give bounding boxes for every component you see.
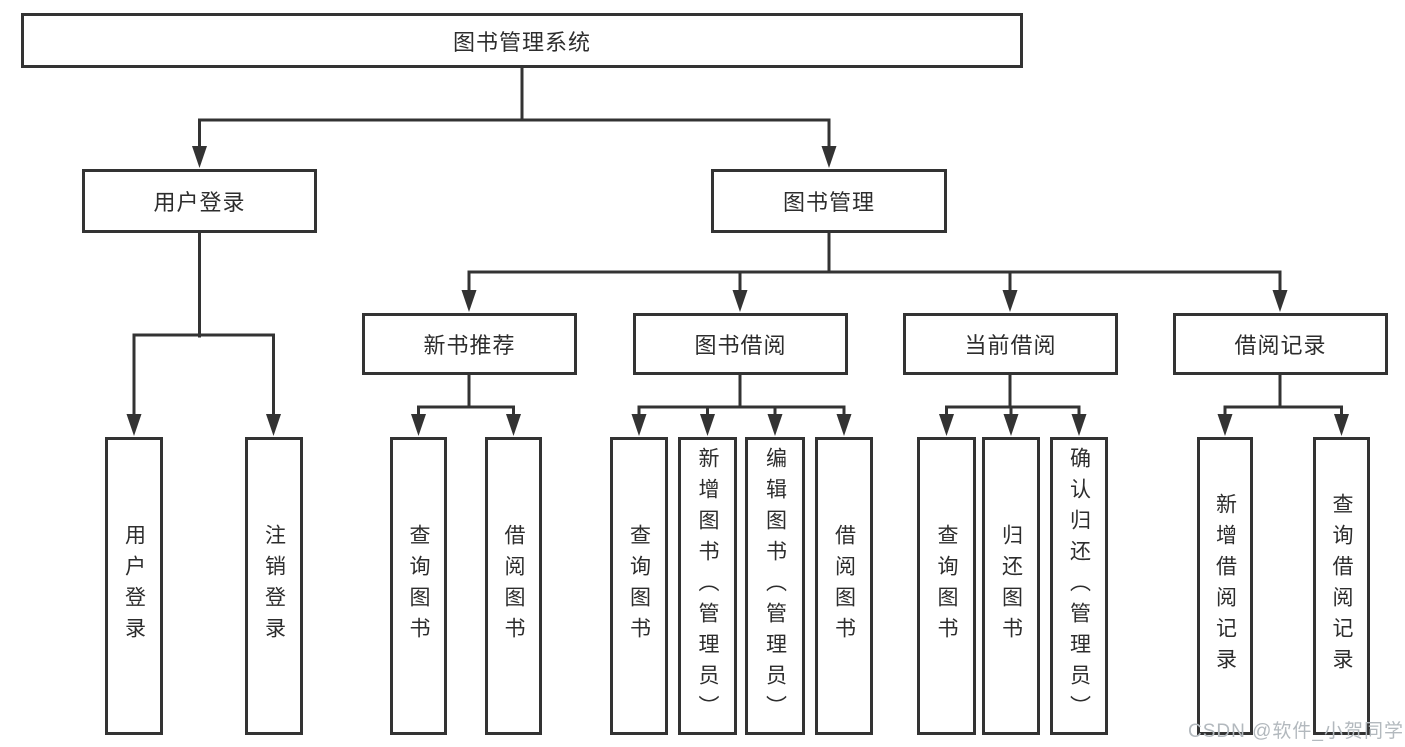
leaf-nb-borrow-book: 借阅图书 [485, 437, 542, 735]
node-user-login: 用户登录 [82, 169, 317, 233]
leaf-br-add-record: 新增借阅记录 [1197, 437, 1253, 735]
node-book-borrow: 图书借阅 [633, 313, 848, 375]
leaf-bb-borrow-book: 借阅图书 [815, 437, 873, 735]
leaf-bb-edit-book: 编辑图书（管理员） [745, 437, 805, 735]
leaf-user-login: 用户登录 [105, 437, 163, 735]
leaf-bb-query-book: 查询图书 [610, 437, 668, 735]
leaf-cb-confirm-return: 确认归还（管理员） [1050, 437, 1108, 735]
node-current-borrow: 当前借阅 [903, 313, 1118, 375]
csdn-watermark: CSDN @软件_小贺同学 [1188, 721, 1404, 742]
node-book-mgmt: 图书管理 [711, 169, 947, 233]
leaf-cb-query-book: 查询图书 [917, 437, 976, 735]
leaf-cb-return-book: 归还图书 [982, 437, 1040, 735]
node-borrow-record: 借阅记录 [1173, 313, 1388, 375]
node-new-book-recommend: 新书推荐 [362, 313, 577, 375]
node-root: 图书管理系统 [21, 13, 1023, 68]
leaf-logout: 注销登录 [245, 437, 303, 735]
leaf-bb-add-book: 新增图书（管理员） [678, 437, 737, 735]
leaf-nb-query-book: 查询图书 [390, 437, 447, 735]
leaf-br-query-record: 查询借阅记录 [1313, 437, 1370, 735]
